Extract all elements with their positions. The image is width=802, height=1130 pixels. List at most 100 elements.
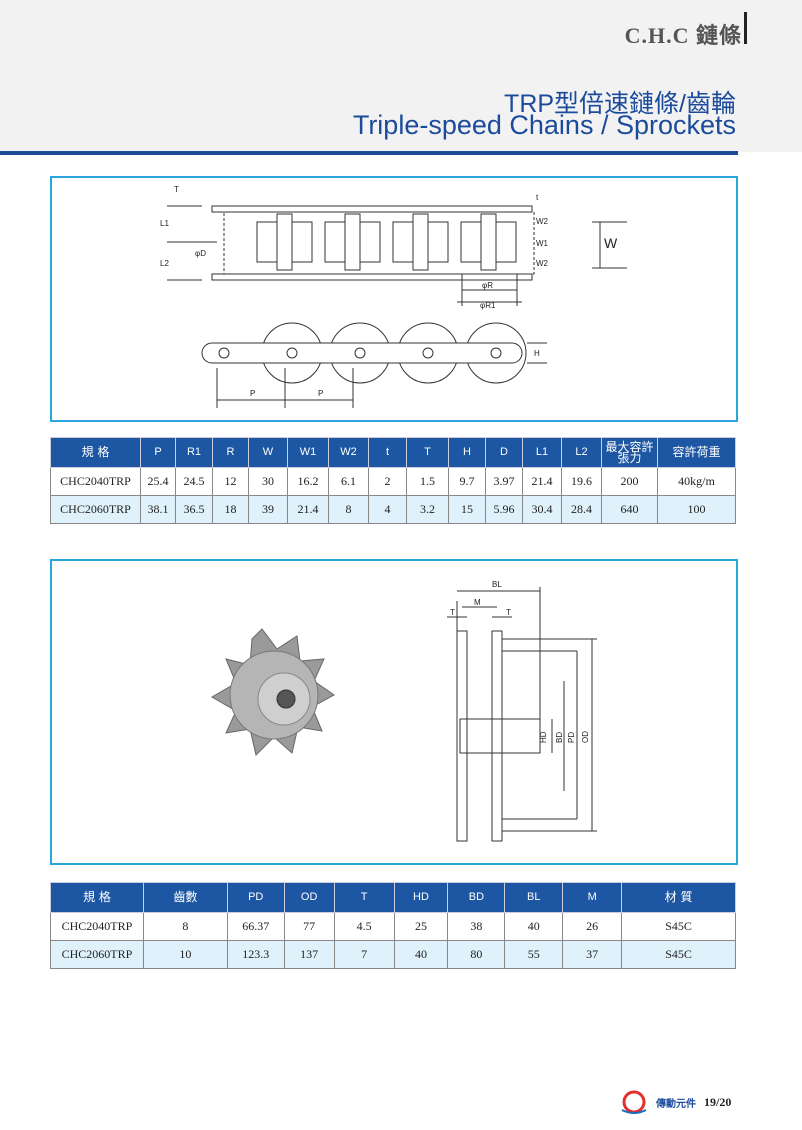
label-W2-bottom: W2: [536, 259, 549, 268]
table-cell: 80: [447, 940, 506, 969]
table-cell: 8: [328, 495, 369, 524]
label-P-2: P: [318, 389, 323, 398]
page-title-en: Triple-speed Chains / Sprockets: [352, 110, 736, 140]
sprocket-section: [447, 587, 597, 842]
table-cell: 3.2: [406, 495, 449, 524]
sprocket-diagram-panel: BL M T T HD BD PD OD: [50, 559, 738, 865]
label-BL: BL: [492, 580, 502, 589]
column-header: 規 格: [50, 437, 141, 468]
chc-logo-icon: [621, 1090, 647, 1114]
column-header: D: [485, 437, 523, 468]
column-header: L2: [561, 437, 602, 468]
sprocket-photo: [211, 628, 335, 756]
column-header: PD: [226, 882, 285, 913]
footer: 傳動元件 19/20: [620, 1090, 731, 1114]
table-cell: CHC2040TRP: [50, 467, 141, 496]
table-cell: 18: [212, 495, 249, 524]
table-cell: 38: [447, 912, 506, 941]
label-W2-top: W2: [536, 217, 549, 226]
label-D: φD: [195, 249, 206, 258]
table-cell: 28.4: [561, 495, 602, 524]
table-cell: 25.4: [140, 467, 176, 496]
brand-divider: [744, 12, 747, 44]
table-cell: S45C: [621, 912, 736, 941]
column-header: BD: [447, 882, 506, 913]
table-cell: 66.37: [226, 912, 285, 941]
table-cell: 2: [368, 467, 407, 496]
column-header: BL: [504, 882, 564, 913]
table-cell: 40kg/m: [657, 467, 736, 496]
table-cell: 36.5: [175, 495, 213, 524]
table-cell: 40: [393, 940, 449, 969]
column-header: 齒數: [142, 882, 228, 913]
label-OD: OD: [581, 731, 590, 743]
header-band: [0, 0, 802, 152]
column-header: 容許荷重: [657, 437, 736, 468]
brand-label: C.H.C 鏈條: [624, 23, 742, 48]
label-R: φR: [482, 281, 493, 290]
label-L2: L2: [160, 259, 169, 268]
table-cell: 6.1: [328, 467, 369, 496]
page-number: 19/20: [704, 1094, 732, 1109]
chain-diagram-panel: T L1 L2 φD t W2 W1 W2 W φR φR1 H P P: [50, 176, 738, 422]
table-cell: 37: [562, 940, 623, 969]
column-header: 最大容許張力: [601, 437, 658, 468]
label-t: t: [536, 193, 539, 202]
table-cell: 77: [283, 912, 335, 941]
label-R1: φR1: [480, 301, 496, 310]
label-T: T: [174, 185, 179, 194]
table-cell: 16.2: [287, 467, 329, 496]
table-cell: 200: [601, 467, 658, 496]
column-header: W2: [328, 437, 369, 468]
company-label: 傳動元件: [656, 1098, 696, 1110]
table-cell: 9.7: [448, 467, 486, 496]
table-cell: 40: [504, 912, 564, 941]
column-header: t: [368, 437, 407, 468]
column-header: T: [333, 882, 395, 913]
column-header: OD: [283, 882, 335, 913]
table-cell: 137: [283, 940, 335, 969]
table-cell: 5.96: [485, 495, 523, 524]
chain-top-view: [167, 205, 627, 306]
table-cell: 10: [142, 940, 228, 969]
column-header: 規 格: [50, 882, 144, 913]
column-header: HD: [393, 882, 449, 913]
table-cell: 26: [562, 912, 623, 941]
column-header: T: [406, 437, 449, 468]
column-header: W: [248, 437, 288, 468]
label-M: M: [474, 598, 481, 607]
label-T-right: T: [506, 608, 511, 617]
table-cell: 4: [368, 495, 407, 524]
table-cell: 39: [248, 495, 288, 524]
table-cell: 30: [248, 467, 288, 496]
label-W1: W1: [536, 239, 549, 248]
table-cell: CHC2060TRP: [50, 940, 144, 969]
table-cell: 25: [393, 912, 449, 941]
table-cell: 7: [333, 940, 395, 969]
table-cell: S45C: [621, 940, 736, 969]
table-cell: 3.97: [485, 467, 523, 496]
column-header: 材 質: [621, 882, 736, 913]
table-cell: 640: [601, 495, 658, 524]
label-H: H: [534, 349, 540, 358]
label-W: W: [604, 235, 618, 251]
table-cell: 1.5: [406, 467, 449, 496]
table-cell: 4.5: [333, 912, 395, 941]
table-cell: CHC2040TRP: [50, 912, 144, 941]
column-header: P: [140, 437, 176, 468]
table-cell: 12: [212, 467, 249, 496]
table-cell: 38.1: [140, 495, 176, 524]
table-cell: 21.4: [287, 495, 329, 524]
chain-front-view: [201, 322, 547, 408]
chain-drawing: T L1 L2 φD t W2 W1 W2 W φR φR1 H P P: [160, 185, 627, 408]
column-header: W1: [287, 437, 329, 468]
table-cell: 123.3: [226, 940, 285, 969]
